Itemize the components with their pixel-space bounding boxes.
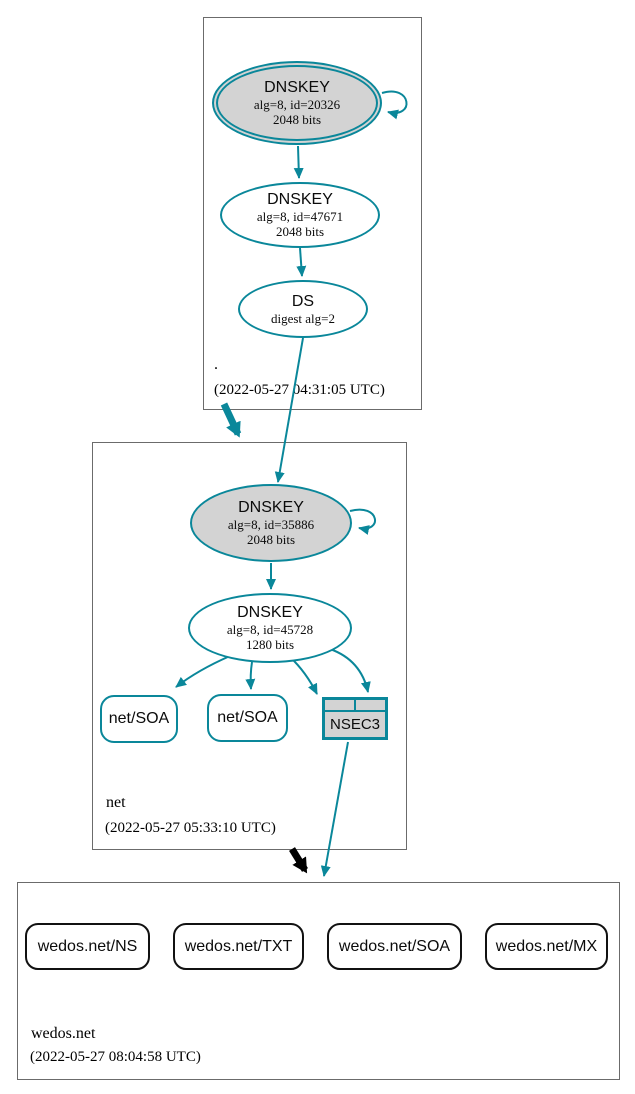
- node-net-soa-1[interactable]: net/SOA: [100, 695, 178, 743]
- node-net-zsk-dnskey[interactable]: DNSKEY alg=8, id=45728 1280 bits: [188, 593, 352, 663]
- zone-name-wedos-net: wedos.net: [31, 1025, 96, 1042]
- edge-delegation-net-to-wedos: [289, 847, 308, 874]
- zone-timestamp-root: (2022-05-27 04:31:05 UTC): [214, 382, 385, 398]
- node-detail-bits: 2048 bits: [272, 112, 322, 127]
- node-wedos-txt[interactable]: wedos.net/TXT: [173, 923, 304, 970]
- zone-box-wedos-net: [17, 882, 620, 1080]
- zone-box-root: [203, 17, 422, 410]
- node-net-ksk-dnskey[interactable]: DNSKEY alg=8, id=35886 2048 bits: [190, 484, 352, 562]
- nsec3-cell: [356, 700, 385, 710]
- zone-timestamp-wedos-net: (2022-05-27 08:04:58 UTC): [30, 1049, 201, 1065]
- node-detail-alg-id: alg=8, id=35886: [227, 517, 315, 532]
- zone-name-root: .: [214, 356, 218, 373]
- node-detail-bits: 2048 bits: [246, 532, 296, 547]
- zone-name-net: net: [106, 794, 126, 811]
- node-wedos-ns[interactable]: wedos.net/NS: [25, 923, 150, 970]
- node-detail-digest: digest alg=2: [270, 310, 336, 326]
- nsec3-header-cells: [325, 700, 385, 712]
- rrset-label: wedos.net/TXT: [184, 937, 293, 955]
- node-title: DNSKEY: [237, 604, 303, 621]
- node-wedos-mx[interactable]: wedos.net/MX: [485, 923, 608, 970]
- node-title: DNSKEY: [238, 499, 304, 516]
- nsec3-label: NSEC3: [329, 716, 381, 733]
- node-detail-bits: 2048 bits: [275, 224, 325, 239]
- node-root-ds[interactable]: DS digest alg=2: [238, 280, 368, 338]
- node-net-nsec3[interactable]: NSEC3: [322, 697, 388, 740]
- node-root-zsk-dnskey[interactable]: DNSKEY alg=8, id=47671 2048 bits: [220, 182, 380, 248]
- node-title: DS: [291, 292, 315, 310]
- rrset-label: wedos.net/SOA: [338, 937, 451, 955]
- rrset-label: wedos.net/NS: [37, 937, 138, 955]
- node-root-ksk-dnskey[interactable]: DNSKEY alg=8, id=20326 2048 bits: [212, 61, 382, 145]
- node-detail-bits: 1280 bits: [245, 637, 295, 652]
- nsec3-cell: [325, 700, 356, 710]
- rrset-label: wedos.net/MX: [495, 937, 598, 955]
- node-detail-alg-id: alg=8, id=47671: [256, 209, 344, 224]
- node-title: DNSKEY: [264, 79, 330, 96]
- node-detail-alg-id: alg=8, id=45728: [226, 622, 314, 637]
- rrset-label: net/SOA: [217, 709, 278, 726]
- zone-timestamp-net: (2022-05-27 05:33:10 UTC): [105, 820, 276, 836]
- zone-box-net: [92, 442, 407, 850]
- node-detail-alg-id: alg=8, id=20326: [253, 97, 341, 112]
- rrset-label: net/SOA: [108, 710, 170, 727]
- node-net-soa-2[interactable]: net/SOA: [207, 694, 288, 742]
- node-wedos-soa[interactable]: wedos.net/SOA: [327, 923, 462, 970]
- node-title: DNSKEY: [267, 191, 333, 208]
